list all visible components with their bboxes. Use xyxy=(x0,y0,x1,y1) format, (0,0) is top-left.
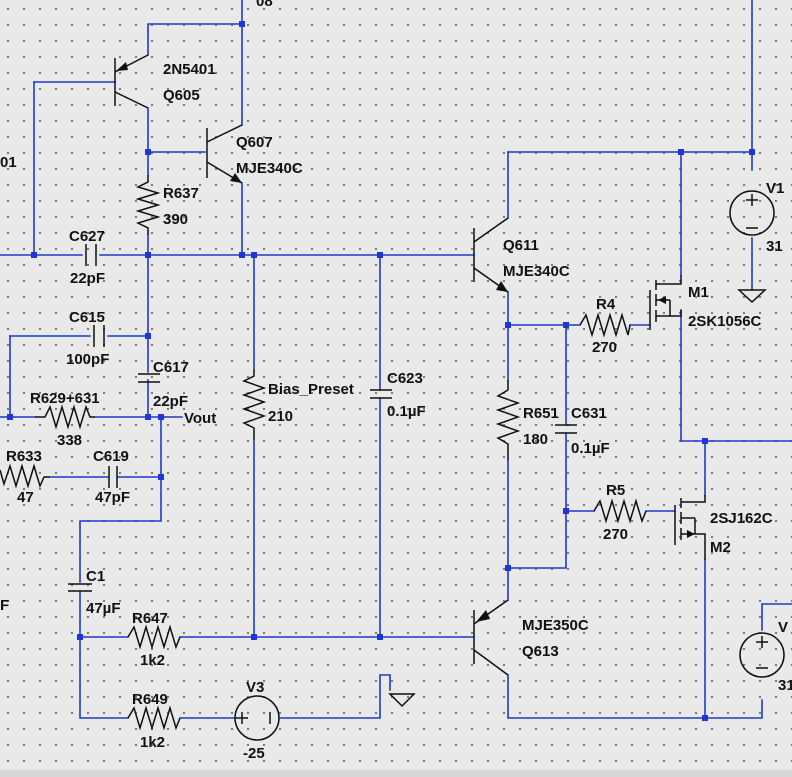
c627-capacitor xyxy=(85,244,97,266)
r4-resistor xyxy=(579,312,631,338)
r637-ref-label: R637 xyxy=(163,185,199,202)
ground-symbol xyxy=(388,693,416,708)
r649-resistor xyxy=(127,705,181,731)
r649-ref-label: R649 xyxy=(132,691,168,708)
q605-part-label: 2N5401 xyxy=(163,61,216,78)
r629-ref-label: R629+631 xyxy=(30,390,100,407)
r5-value-label: 270 xyxy=(603,526,628,543)
r633-resistor xyxy=(0,463,50,489)
m2-mosfet xyxy=(674,495,706,560)
r633-value-label: 47 xyxy=(17,489,34,506)
v3-ref-label: V3 xyxy=(246,679,264,696)
r633-ref-label: R633 xyxy=(6,448,42,465)
c617-capacitor xyxy=(138,373,160,383)
q605-transistor xyxy=(114,54,149,109)
q607-part-label: MJE340C xyxy=(236,160,303,177)
m1-mosfet xyxy=(649,275,682,330)
c1-capacitor xyxy=(68,583,92,592)
r4-value-label: 270 xyxy=(592,339,617,356)
v1-ground-symbol xyxy=(737,289,767,304)
q611-part-label: MJE340C xyxy=(503,263,570,280)
r649-value-label: 1k2 xyxy=(140,734,165,751)
r637-resistor xyxy=(135,175,161,235)
v3-value-label: -25 xyxy=(243,745,265,762)
r637-value-label: 390 xyxy=(163,211,188,228)
m1-part-label: 2SK1056C xyxy=(688,313,762,330)
c623-ref-label: C623 xyxy=(387,370,423,387)
bias-preset-resistor xyxy=(241,370,267,440)
v2-value-label: 31 xyxy=(778,677,792,694)
q611-transistor xyxy=(473,217,509,293)
q613-ref-label: Q613 xyxy=(522,643,559,660)
c1-ref-label: C1 xyxy=(86,568,105,585)
r5-resistor xyxy=(593,498,647,524)
c615-ref-label: C615 xyxy=(69,309,105,326)
q613-part-label: MJE350C xyxy=(522,617,589,634)
window-bottom-edge xyxy=(0,770,792,777)
bias-value-label: 210 xyxy=(268,408,293,425)
m2-part-label: 2SJ162C xyxy=(710,510,773,527)
c627-ref-label: C627 xyxy=(69,228,105,245)
r651-value-label: 180 xyxy=(523,431,548,448)
c631-value-label: 0.1µF xyxy=(571,440,610,457)
m1-ref-label: M1 xyxy=(688,284,709,301)
v2-ref-label: V xyxy=(778,619,788,636)
c617-value-label: 22pF xyxy=(153,393,188,410)
q605-ref-label: Q605 xyxy=(163,87,200,104)
r647-ref-label: R647 xyxy=(132,610,168,627)
bias-ref-label: Bias_Preset xyxy=(268,381,354,398)
q607-transistor xyxy=(206,124,243,184)
v1-value-label: 31 xyxy=(766,238,783,255)
r629-resistor xyxy=(35,404,95,430)
r647-resistor xyxy=(127,624,181,650)
v1-ref-label: V1 xyxy=(766,180,784,197)
c627-value-label: 22pF xyxy=(70,270,105,287)
junction-dots xyxy=(7,21,755,721)
c619-capacitor xyxy=(108,466,118,488)
c623-value-label: 0.1µF xyxy=(387,403,426,420)
c619-value-label: 47pF xyxy=(95,489,130,506)
v3-voltage-source xyxy=(234,695,280,741)
c617-ref-label: C617 xyxy=(153,359,189,376)
c615-value-label: 100pF xyxy=(66,351,109,368)
v2-voltage-source xyxy=(739,632,785,678)
r647-value-label: 1k2 xyxy=(140,652,165,669)
c1-value-label: 47µF xyxy=(86,600,121,617)
top-cut-label: 08 xyxy=(256,0,273,10)
c619-ref-label: C619 xyxy=(93,448,129,465)
r5-ref-label: R5 xyxy=(606,482,625,499)
r4-ref-label: R4 xyxy=(596,296,616,313)
r651-resistor xyxy=(495,380,521,460)
vout-label: Vout xyxy=(184,410,216,427)
m2-ref-label: M2 xyxy=(710,539,731,556)
r651-ref-label: R651 xyxy=(523,405,559,422)
c631-ref-label: C631 xyxy=(571,405,607,422)
q613-transistor xyxy=(473,599,509,676)
left-cut-label: 01 xyxy=(0,154,17,171)
c623-capacitor xyxy=(370,389,392,399)
r629-value-label: 338 xyxy=(57,432,82,449)
v1-voltage-source xyxy=(729,190,775,236)
left-cut-label-2: F xyxy=(0,597,9,614)
q611-ref-label: Q611 xyxy=(503,237,539,254)
c631-capacitor xyxy=(555,424,577,434)
c615-capacitor xyxy=(93,325,105,347)
q607-ref-label: Q607 xyxy=(236,134,273,151)
